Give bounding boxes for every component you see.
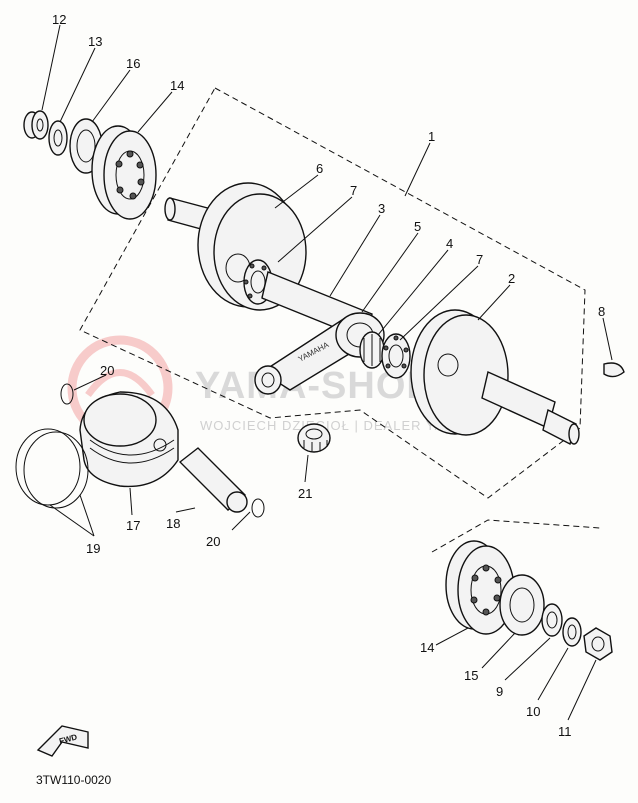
part-21-small-end-bearing	[297, 423, 331, 453]
part-4-big-end-bearing	[359, 331, 385, 369]
label-7-upper: 7	[350, 183, 357, 198]
leader-lines	[41, 24, 613, 721]
part-5-connecting-rod: YAMAHA	[254, 312, 385, 395]
label-11: 11	[558, 724, 572, 739]
label-15: 15	[464, 668, 478, 683]
part-10-lock-washer	[562, 617, 582, 647]
label-20-upper: 20	[100, 363, 114, 378]
part-13-collar	[48, 120, 68, 156]
label-21: 21	[298, 486, 312, 501]
label-14-right: 14	[420, 640, 434, 655]
part-15-collar	[499, 574, 545, 636]
part-17-piston	[79, 391, 179, 488]
part-12-oil-seal	[23, 110, 49, 140]
part-20-circlip-lower	[251, 498, 265, 518]
label-6: 6	[316, 161, 323, 176]
label-12: 12	[52, 12, 66, 27]
crankshaft-assembly-outline	[79, 87, 586, 499]
label-1: 1	[428, 129, 435, 144]
part-8-key	[603, 362, 625, 378]
label-19: 19	[86, 541, 100, 556]
part-18-piston-pin	[178, 447, 248, 513]
label-17: 17	[126, 518, 140, 533]
label-2: 2	[508, 271, 515, 286]
label-5: 5	[414, 219, 421, 234]
part-11-nut	[583, 627, 613, 661]
bearing-group-outline	[431, 519, 601, 553]
label-7-lower: 7	[476, 252, 483, 267]
label-4: 4	[446, 236, 453, 251]
watermark-logo-arc	[85, 369, 155, 398]
label-14-left: 14	[170, 78, 184, 93]
part-14-bearing-left	[91, 125, 157, 220]
label-20-lower: 20	[206, 534, 220, 549]
part-19-piston-rings	[15, 428, 89, 509]
label-18: 18	[166, 516, 180, 531]
watermark-subtext: WOJCIECH DZIĘCIOŁ | DEALER YAMAHA	[200, 418, 486, 433]
label-3: 3	[378, 201, 385, 216]
label-9: 9	[496, 684, 503, 699]
part-7-washer-lower	[381, 333, 411, 379]
diagram-code: 3TW110-0020	[36, 773, 111, 787]
part-20-circlip-upper	[60, 383, 74, 405]
label-8: 8	[598, 304, 605, 319]
label-10: 10	[526, 704, 540, 719]
callout-labels: 12 13 16 14 1 6 7 3 5 4 7 2 8 20 21 17 1…	[52, 12, 605, 739]
label-16: 16	[126, 56, 140, 71]
part-9-washer	[541, 603, 563, 637]
part-2-crank-right	[410, 309, 580, 446]
fwd-arrow-icon: FWD	[36, 725, 89, 757]
label-13: 13	[88, 34, 102, 49]
